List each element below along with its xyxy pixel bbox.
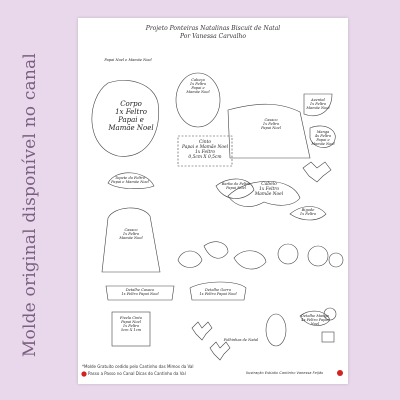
sheet-title: Projeto Ponteiras Natalinas Biscuit de N… (145, 25, 281, 32)
circle-shape (328, 252, 344, 268)
body-shape (91, 80, 160, 157)
coat-shape (101, 207, 161, 273)
youtube-badge-shape (337, 370, 343, 376)
mustache-shape (289, 206, 327, 221)
side-caption-text: Molde original disponível no canal (20, 52, 40, 358)
hair-top-shape (107, 172, 155, 189)
footer-credit: Ilustração Estúdio Cantinho Vanessa Feij… (246, 371, 324, 375)
pattern-sheet: Projeto Ponteiras Natalinas Biscuit de N… (78, 18, 348, 384)
apron-shape (303, 93, 333, 116)
holly-leaves-shape (209, 341, 231, 361)
side-caption: Molde original disponível no canal (14, 53, 46, 357)
circle-shape (277, 243, 299, 265)
holly-leaf-shape (302, 161, 332, 183)
youtube-icon-shape (81, 371, 87, 377)
small-rect-shape (321, 331, 335, 343)
head-shape (175, 72, 221, 128)
leaf-shape (177, 250, 203, 268)
footer-note: *Molde Gratuito cedido pelo Cantinho das… (82, 364, 194, 369)
small-circle-shape (323, 307, 337, 321)
footer-channel: Passo a Passo no Canal Dicas do Cantinho… (88, 371, 186, 376)
sleeve-small-shape (233, 250, 267, 270)
jacket-detail-shape (105, 285, 175, 301)
beard-shape (215, 178, 255, 199)
oval-shape (265, 313, 287, 347)
circle-shape (307, 245, 329, 267)
piece-label-folhinhas: Folhinhas de Natal (223, 338, 259, 342)
pattern-shapes (81, 72, 344, 377)
jacket-top-shape (227, 103, 311, 159)
holly-leaves-shape (191, 321, 213, 341)
leaf-shape (203, 241, 229, 259)
buckle-shape (111, 311, 151, 347)
cap-detail-shape (189, 281, 247, 301)
hair-shape (227, 180, 301, 207)
sheet-author: Por Vanessa Carvalho (180, 33, 246, 40)
section-label: Papai Noel e Mamãe Noel (104, 58, 152, 62)
